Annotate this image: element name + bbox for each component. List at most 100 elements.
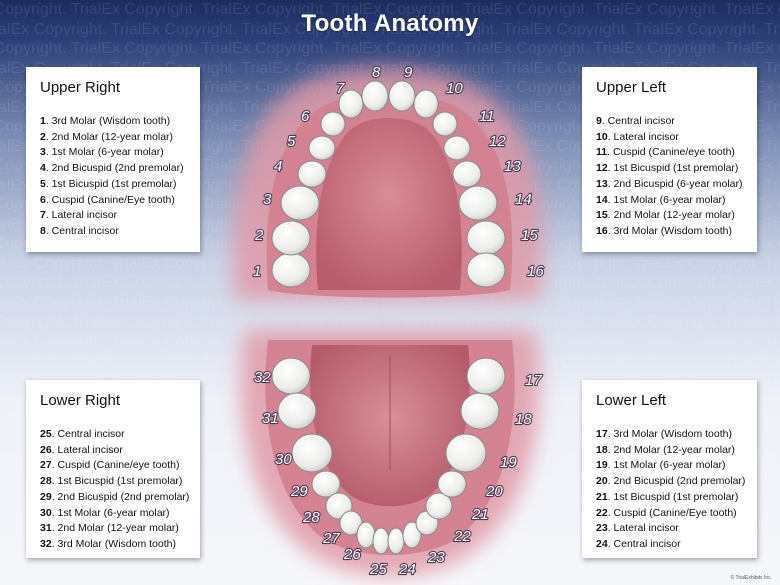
tooth-number-label: 8 bbox=[372, 64, 381, 81]
upper-right-list: 1. 3rd Molar (Wisdom tooth) 2. 2nd Molar … bbox=[40, 114, 186, 240]
tooth-number-label: 15 bbox=[521, 227, 538, 244]
legend-item: 16. 3rd Molar (Wisdom tooth) bbox=[596, 224, 732, 237]
tooth bbox=[356, 521, 376, 549]
tooth bbox=[466, 220, 506, 256]
legend-item: 1. 3rd Molar (Wisdom tooth) bbox=[40, 115, 171, 127]
legend-item: 9. Central incisor bbox=[596, 115, 675, 127]
lower-right-list: 25. Central incisor 26. Lateral incisor 27… bbox=[40, 427, 190, 553]
tooth-number-label: 20 bbox=[485, 483, 503, 500]
tooth-number-label: 5 bbox=[287, 133, 296, 150]
legend-item: 18. 2nd Molar (12-year molar) bbox=[596, 443, 735, 456]
tooth-number-label: 21 bbox=[471, 506, 489, 523]
legend-item: 7. Lateral incisor bbox=[40, 209, 118, 222]
legend-item: 27. Cuspid (Canine/eye tooth) bbox=[40, 459, 180, 472]
tooth bbox=[311, 470, 341, 498]
legend-item: 20. 2nd Bicuspid (2nd premolar) bbox=[596, 475, 746, 488]
legend-item: 2. 2nd Molar (12-year molar) bbox=[40, 130, 174, 143]
tooth-number-label: 18 bbox=[515, 411, 532, 428]
legend-item: 29. 2nd Bicuspid (2nd premolar) bbox=[40, 490, 190, 503]
tooth-number-label: 17 bbox=[525, 372, 542, 389]
footer-credit: © TrialExhibits Inc. bbox=[730, 575, 772, 581]
tooth-number-label: 14 bbox=[515, 191, 532, 208]
tooth bbox=[458, 185, 498, 221]
tooth-number-label: 19 bbox=[500, 454, 517, 471]
upper-left-panel: Upper Left 9. Central incisor 10. Lateral… bbox=[582, 67, 757, 252]
legend-item: 22. Cuspid (Canine/Eye tooth) bbox=[596, 506, 737, 519]
lower-teeth bbox=[271, 357, 506, 555]
tooth-number-label: 6 bbox=[301, 108, 310, 125]
tooth-number-label: 4 bbox=[274, 158, 282, 175]
legend-item: 4. 2nd Bicuspid (2nd premolar) bbox=[40, 162, 184, 175]
tooth-number-label: 16 bbox=[527, 263, 544, 280]
tooth bbox=[425, 492, 453, 520]
tooth bbox=[437, 470, 467, 498]
tooth-number-label: 24 bbox=[398, 561, 416, 578]
tooth-number-label: 1 bbox=[253, 263, 261, 280]
tooth-number-label: 2 bbox=[254, 227, 264, 244]
tooth bbox=[338, 89, 364, 119]
lower-left-list: 17. 3rd Molar (Wisdom tooth) 18. 2nd Mola… bbox=[596, 427, 746, 553]
legend-item: 24. Central incisor bbox=[596, 537, 681, 550]
tooth bbox=[361, 80, 389, 112]
legend-item: 5. 1st Bicuspid (1st premolar) bbox=[40, 177, 177, 190]
tooth-number-label: 9 bbox=[404, 64, 413, 81]
tooth-number-label: 11 bbox=[479, 108, 495, 125]
tooth bbox=[388, 80, 416, 112]
tooth bbox=[387, 527, 405, 555]
tooth bbox=[320, 111, 346, 137]
lower-left-panel: Lower Left 17. 3rd Molar (Wisdom tooth)1… bbox=[582, 380, 757, 558]
page-title: Tooth Anatomy bbox=[301, 10, 479, 37]
legend-item: 31. 2nd Molar (12-year molar) bbox=[40, 522, 179, 535]
legend-item: 11. Cuspid (Canine/eye tooth) bbox=[596, 146, 735, 159]
upper-left-list: 9. Central incisor 10. Lateral incisor 11.… bbox=[596, 114, 743, 240]
legend-item: 10. Lateral incisor bbox=[596, 130, 679, 143]
tooth-number-label: 13 bbox=[504, 158, 521, 175]
tooth bbox=[291, 433, 333, 473]
tooth-number-label: 7 bbox=[336, 80, 345, 97]
tooth bbox=[271, 357, 311, 395]
tooth-number-label: 26 bbox=[343, 546, 361, 563]
upper-left-heading: Upper Left bbox=[596, 79, 667, 96]
legend-item: 32. 3rd Molar (Wisdom tooth) bbox=[40, 537, 176, 550]
tooth bbox=[445, 433, 487, 473]
tooth-number-label: 23 bbox=[427, 549, 445, 566]
tooth bbox=[443, 135, 471, 161]
tooth-number-label: 10 bbox=[446, 80, 463, 97]
legend-item: 28. 1st Bicuspid (1st premolar) bbox=[40, 475, 183, 488]
tooth-number-label: 3 bbox=[263, 191, 272, 208]
tooth bbox=[308, 135, 336, 161]
tooth bbox=[280, 185, 320, 221]
tooth bbox=[413, 89, 439, 119]
legend-item: 17. 3rd Molar (Wisdom tooth) bbox=[596, 428, 732, 440]
legend-item: 30. 1st Molar (6-year molar) bbox=[40, 506, 170, 519]
tooth-number-label: 25 bbox=[369, 561, 387, 578]
tooth-number-label: 29 bbox=[290, 483, 308, 500]
legend-item: 25. Central incisor bbox=[40, 428, 125, 440]
legend-item: 23. Lateral incisor bbox=[596, 522, 679, 535]
palate bbox=[316, 118, 462, 290]
tooth-number-label: 32 bbox=[254, 369, 271, 386]
legend-item: 19. 1st Molar (6-year molar) bbox=[596, 459, 726, 472]
tooth-number-label: 22 bbox=[453, 528, 471, 545]
legend-item: 26. Lateral incisor bbox=[40, 443, 123, 456]
legend-item: 8. Central incisor bbox=[40, 224, 119, 237]
legend-item: 6. Cuspid (Canine/Eye tooth) bbox=[40, 193, 175, 206]
tooth bbox=[452, 160, 482, 188]
tooth-number-label: 30 bbox=[275, 451, 292, 468]
legend-item: 21. 1st Bicuspid (1st premolar) bbox=[596, 490, 739, 503]
legend-item: 15. 2nd Molar (12-year molar) bbox=[596, 209, 735, 222]
tooth bbox=[466, 252, 506, 288]
tooth bbox=[466, 357, 506, 395]
legend-item: 3. 1st Molar (6-year molar) bbox=[40, 146, 164, 159]
legend-item: 12. 1st Bicuspid (1st premolar) bbox=[596, 162, 739, 175]
tooth-number-label: 12 bbox=[489, 133, 506, 150]
tooth bbox=[297, 160, 327, 188]
lower-left-heading: Lower Left bbox=[596, 392, 667, 409]
legend-item: 14. 1st Molar (6-year molar) bbox=[596, 193, 726, 206]
tooth-number-label: 27 bbox=[322, 530, 340, 547]
tooth bbox=[460, 392, 500, 430]
